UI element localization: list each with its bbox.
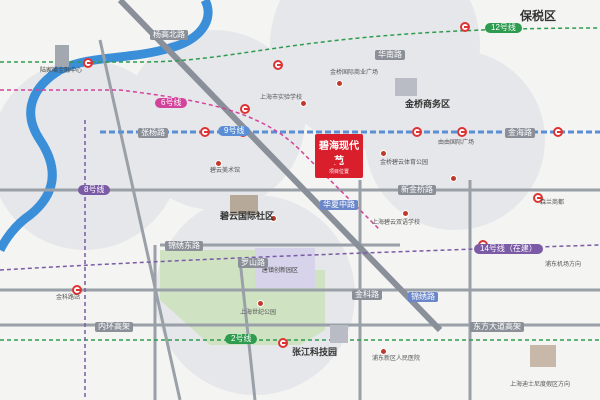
road-label: 华南路 (375, 50, 405, 60)
poi-label: 浦东机场方向 (545, 262, 582, 268)
disney-castle (530, 345, 556, 367)
metro-station-icon[interactable] (553, 127, 563, 137)
poi-marker-icon[interactable] (450, 175, 457, 182)
metro-line-badge: 2号线 (225, 334, 258, 344)
poi-marker-icon[interactable] (336, 80, 343, 87)
poi-label: 森兰商都 (540, 200, 565, 206)
poi-label: 金科路站 (56, 295, 81, 301)
road-label: 杨高北路 (150, 30, 188, 40)
poi-label: 上海碧云双语学校 (372, 220, 421, 226)
poi-label: 金桥国际商业广场 (330, 70, 379, 76)
road-label: 华夏中路 (320, 200, 358, 210)
district-label: 保税区 (520, 9, 557, 23)
road-label: 内环高架 (95, 322, 133, 332)
poi-label: 浦东新区人民医院 (372, 356, 421, 362)
road-label: 金海路 (505, 128, 535, 138)
line-6 (0, 89, 381, 231)
district-label: 陆家嘴金融中心 (40, 68, 83, 74)
poi-marker-icon[interactable] (215, 160, 222, 167)
road-label: 锦绣东路 (165, 241, 203, 251)
poi-marker-icon[interactable] (300, 100, 307, 107)
metro-station-icon[interactable] (278, 338, 288, 348)
road-label: 锦绣路 (408, 292, 438, 302)
poi-marker-icon[interactable] (402, 210, 409, 217)
poi-marker-icon[interactable] (380, 348, 387, 355)
poi-label: 上海世纪公园 (240, 310, 277, 316)
road-label: 张杨路 (138, 128, 168, 138)
poi-marker-icon[interactable] (270, 215, 277, 222)
metro-station-icon[interactable] (200, 127, 210, 137)
project-sub: 项目位置 (328, 169, 349, 175)
poi-marker-icon[interactable] (380, 150, 387, 157)
metro-line-badge: 14号线（在建） (474, 244, 543, 254)
poi-label: 碧云美术馆 (210, 168, 241, 174)
poi-label: 金桥碧云体育公园 (380, 160, 429, 166)
project-marker[interactable]: 碧海现代苑 项目位置 (315, 134, 363, 178)
huangpu-river (0, 0, 213, 253)
road-label: 罗山路 (238, 258, 268, 268)
park-zone (255, 248, 315, 288)
district-label: 张江科技园 (292, 347, 338, 357)
metro-station-icon[interactable] (412, 127, 422, 137)
road-label: 新金桥路 (398, 185, 436, 195)
metro-line-badge: 12号线 (485, 23, 522, 33)
poi-label: 上海迪士尼度假区方向 (510, 382, 571, 388)
district-label: 金桥商务区 (405, 99, 451, 109)
poi-label: 由由国际广场 (438, 140, 475, 146)
metro-station-icon[interactable] (83, 58, 93, 68)
metro-station-icon[interactable] (240, 104, 250, 114)
road-label: 金科路 (352, 290, 382, 300)
poi-label: 上海市实验学校 (260, 95, 303, 101)
jinqiao-building (395, 78, 417, 96)
poi-marker-icon[interactable] (257, 300, 264, 307)
metro-line-badge: 9号线 (218, 126, 251, 136)
zhangjiang-building (330, 325, 348, 343)
project-pin-tail (332, 160, 342, 167)
biyun-building (230, 195, 258, 215)
metro-station-icon[interactable] (460, 22, 470, 32)
metro-station-icon[interactable] (273, 60, 283, 70)
district-label: 碧云国际社区 (220, 211, 275, 221)
line-12 (0, 27, 600, 63)
lujiazui-tower (55, 45, 69, 67)
metro-line-badge: 8号线 (78, 185, 111, 195)
yanggao-road (117, 0, 443, 333)
district-label: 唐镇创新园区 (262, 268, 299, 274)
metro-station-icon[interactable] (533, 193, 543, 203)
metro-station-icon[interactable] (72, 285, 82, 295)
road-label: 东方大道高架 (470, 322, 524, 332)
metro-line-badge: 6号线 (155, 98, 188, 108)
metro-station-icon[interactable] (457, 127, 467, 137)
